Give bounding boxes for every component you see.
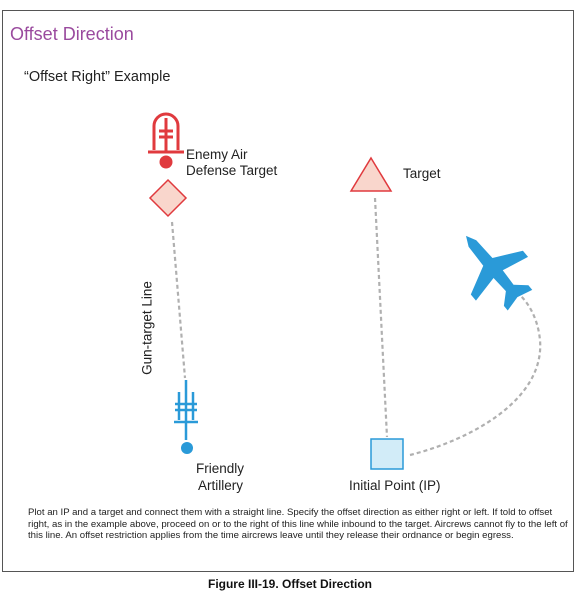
- aircraft-path: [409, 294, 542, 457]
- gun-target-line-label: Gun-target Line: [139, 281, 155, 375]
- explanation-text: Plot an IP and a target and connect them…: [28, 507, 568, 542]
- gun-target-line: [170, 221, 187, 379]
- ip-target-line: [373, 197, 389, 438]
- figure-caption: Figure III-19. Offset Direction: [207, 577, 373, 591]
- ip-label: Initial Point (IP): [349, 478, 441, 493]
- triangle-icon: [349, 156, 393, 192]
- air-defense-icon: [148, 112, 184, 169]
- artillery-icon: [174, 380, 198, 454]
- friendly-label-line2: Artillery: [198, 478, 244, 493]
- jet-aircraft-icon: [466, 235, 533, 311]
- page-title: Offset Direction: [10, 24, 134, 44]
- diamond-icon: [148, 178, 188, 218]
- example-subtitle: “Offset Right” Example: [24, 69, 171, 85]
- enemy-label-line2: Defense Target: [186, 163, 278, 178]
- friendly-label-line1: Friendly: [196, 461, 245, 476]
- enemy-label-line1: Enemy Air: [186, 147, 248, 162]
- target-label: Target: [403, 166, 441, 181]
- square-icon: [370, 438, 404, 470]
